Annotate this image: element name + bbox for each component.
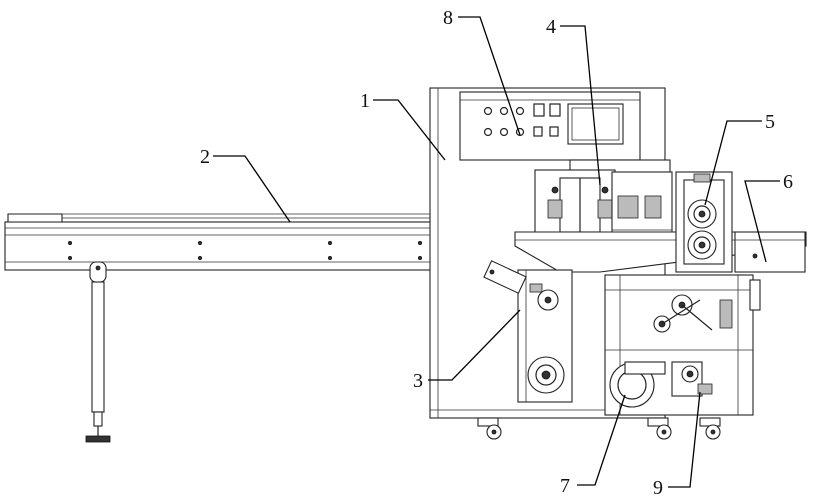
callout-7: 7 <box>560 475 570 497</box>
callout-2: 2 <box>200 146 210 168</box>
lower-cabinet <box>604 274 761 416</box>
callout-8: 8 <box>443 7 453 29</box>
drive-column <box>675 171 733 273</box>
callout-1: 1 <box>360 90 370 112</box>
leader-lines <box>213 16 780 488</box>
callout-6: 6 <box>783 171 793 193</box>
callout-9: 9 <box>653 477 663 499</box>
casters <box>477 417 721 440</box>
callout-3: 3 <box>413 370 423 392</box>
end-seal-unit <box>534 159 673 241</box>
callout-4: 4 <box>546 16 556 38</box>
film-roll-holder <box>483 260 573 403</box>
callout-labels: 1 2 3 4 5 6 7 8 9 <box>200 7 793 499</box>
callout-5: 5 <box>765 111 775 133</box>
infeed-conveyor <box>4 213 480 443</box>
outfeed-conveyor <box>734 231 806 273</box>
